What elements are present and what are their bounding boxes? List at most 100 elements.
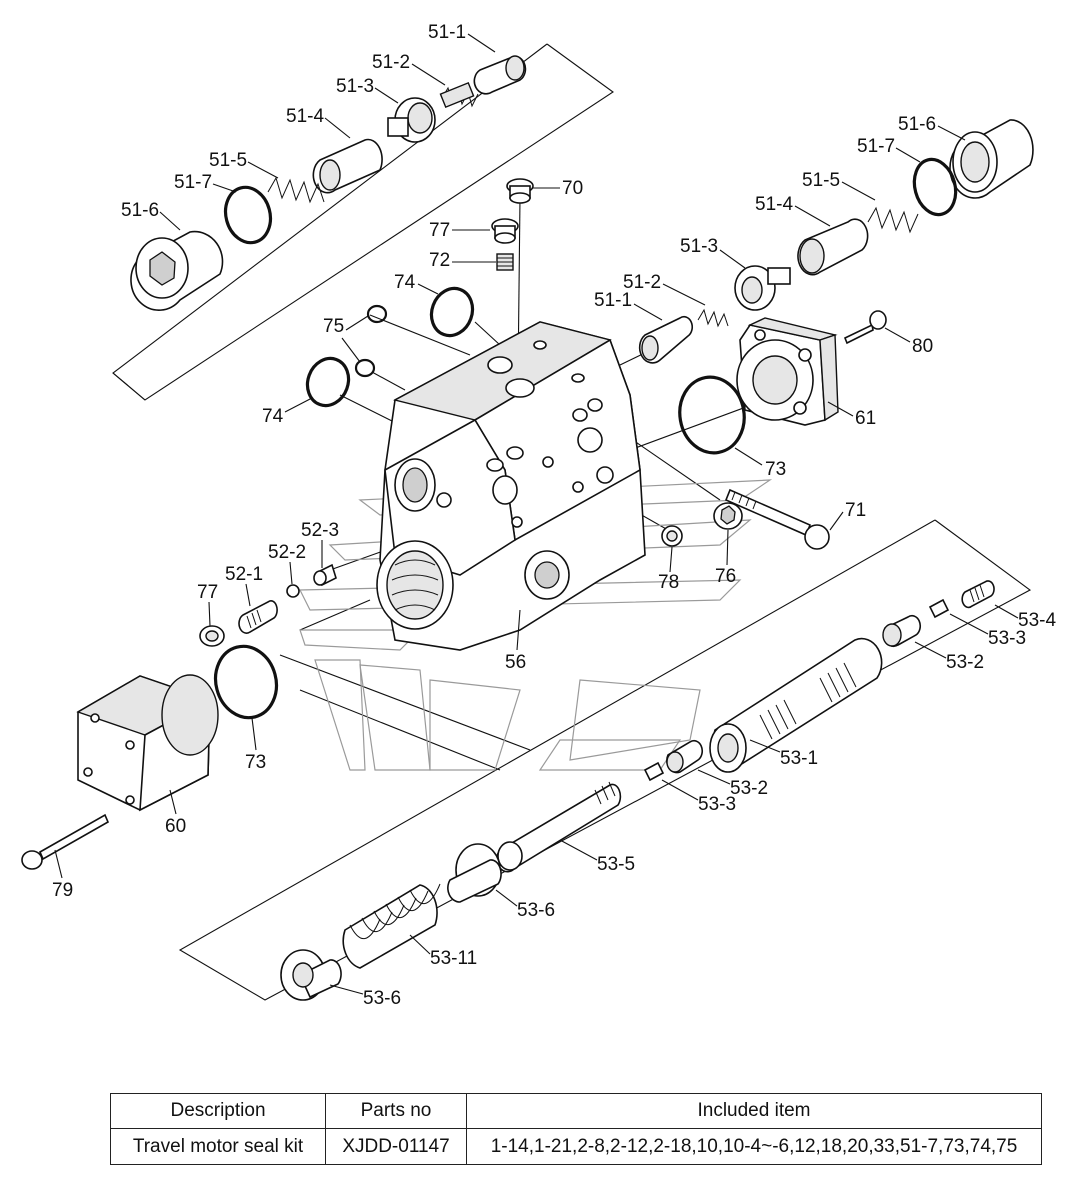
label-51-3-top: 51-3 [336,76,374,97]
part-53-1-spool [709,637,883,773]
part-51-7-right-oring [912,157,958,217]
label-51-2-top: 51-2 [372,52,410,73]
label-78: 78 [658,572,679,593]
label-52-3: 52-3 [301,520,339,541]
label-61: 61 [855,408,876,429]
label-53-2-mid: 53-2 [730,778,768,799]
part-78-plug [661,525,683,547]
table-header-row: Description Parts no Included item [110,1093,1042,1129]
part-73-left-oring [213,644,279,720]
part-51-4-upper-piston [312,138,383,194]
part-53-3-right-pin [928,598,950,619]
part-52-1-plug [238,600,278,634]
part-51-3-upper-seat [387,97,436,143]
part-52-2-ball [286,584,300,598]
label-51-1-top: 51-1 [428,22,466,43]
part-52-3-check-valve [313,563,337,587]
part-53-11-spring [342,883,441,969]
part-53-3-mid-pin [643,761,665,782]
part-53-4-plug [961,580,995,609]
label-77-left: 77 [197,582,218,603]
label-51-3-right: 51-3 [680,236,718,257]
label-72: 72 [429,250,450,271]
part-51-2-upper-spring [439,81,479,109]
label-76: 76 [715,566,736,587]
part-53-6-lower-retainer [280,949,342,1001]
label-80: 80 [912,336,933,357]
label-53-3-mid: 53-3 [698,794,736,815]
cell-included-item: 1-14,1-21,2-8,2-12,2-18,10,10-4~-6,12,18… [466,1128,1042,1165]
label-73-right: 73 [765,459,786,480]
part-51-5-right-spring [867,206,919,234]
header-description: Description [110,1093,326,1129]
label-51-2-right: 51-2 [623,272,661,293]
label-71: 71 [845,500,866,521]
label-56: 56 [505,652,526,673]
part-53-2-mid-collar [666,739,703,774]
part-72-set-screw [496,253,514,271]
label-51-7-right: 51-7 [857,136,895,157]
label-53-6-lower: 53-6 [363,988,401,1009]
label-74-left: 74 [262,406,284,427]
header-parts-no: Parts no [325,1093,467,1129]
part-70-plug [506,178,534,204]
label-74-top: 74 [394,272,416,293]
part-77-top-plug [491,218,519,244]
cell-description: Travel motor seal kit [110,1128,326,1165]
label-77-top: 77 [429,220,450,241]
seal-kit-table: Description Parts no Included item Trave… [110,1093,1042,1165]
label-52-2: 52-2 [268,542,306,563]
part-51-6-upper-plug [130,230,224,311]
label-51-7-top: 51-7 [174,172,212,193]
part-51-2-right-spring [697,308,729,328]
part-73-right-oring [678,375,746,455]
label-53-1: 53-1 [780,748,818,769]
part-80-bolt [843,310,887,345]
part-61-cover [736,317,839,426]
part-60-cover [76,674,219,812]
label-52-1: 52-1 [225,564,263,585]
label-70: 70 [562,178,583,199]
part-51-1-upper-poppet [473,55,527,95]
part-51-4-right-piston [797,218,869,276]
label-53-2-right: 53-2 [946,652,984,673]
part-51-5-upper-spring [267,176,325,204]
part-51-7-upper-oring [223,185,273,245]
part-79-bolt [21,813,110,870]
part-77-left-plug [199,625,225,647]
part-74-left-oring [305,356,351,408]
label-53-11: 53-11 [430,948,477,969]
label-51-1-right: 51-1 [594,290,632,311]
part-53-2-right-collar [882,614,921,648]
part-51-1-right-poppet [638,315,693,364]
part-71-bolt [724,488,830,550]
label-53-6-upper: 53-6 [517,900,555,921]
valve-body-56 [376,321,646,651]
part-51-3-right-seat [734,265,791,311]
callout-labels: 51-1 51-2 51-3 51-4 51-5 51-7 51-6 51-6 … [52,22,1056,1009]
label-51-6-right: 51-6 [898,114,936,135]
label-53-5: 53-5 [597,854,635,875]
label-75: 75 [323,316,344,337]
label-53-3-right: 53-3 [988,628,1026,649]
label-51-4-right: 51-4 [755,194,793,215]
group-outline-upper [112,43,614,401]
part-74-top-oring [429,286,475,338]
part-51-6-right-plug [949,119,1034,199]
part-76-plug [713,502,743,530]
label-73-left: 73 [245,752,266,773]
cell-parts-no: XJDD-01147 [325,1128,467,1165]
label-79: 79 [52,880,73,901]
header-included-item: Included item [466,1093,1042,1129]
part-53-6-upper-retainer [447,843,502,903]
label-60: 60 [165,816,186,837]
label-51-5-top: 51-5 [209,150,247,171]
part-75-small-orings [354,304,388,378]
label-51-6-top: 51-6 [121,200,159,221]
table-row: Travel motor seal kit XJDD-01147 1-14,1-… [110,1128,1042,1165]
label-53-4: 53-4 [1018,610,1056,631]
label-51-4-top: 51-4 [286,106,324,127]
exploded-parts-diagram: 51-1 51-2 51-3 51-4 51-5 51-7 51-6 51-6 … [21,22,1056,1009]
group-outline-lower [178,519,1032,1001]
label-51-5-right: 51-5 [802,170,840,191]
